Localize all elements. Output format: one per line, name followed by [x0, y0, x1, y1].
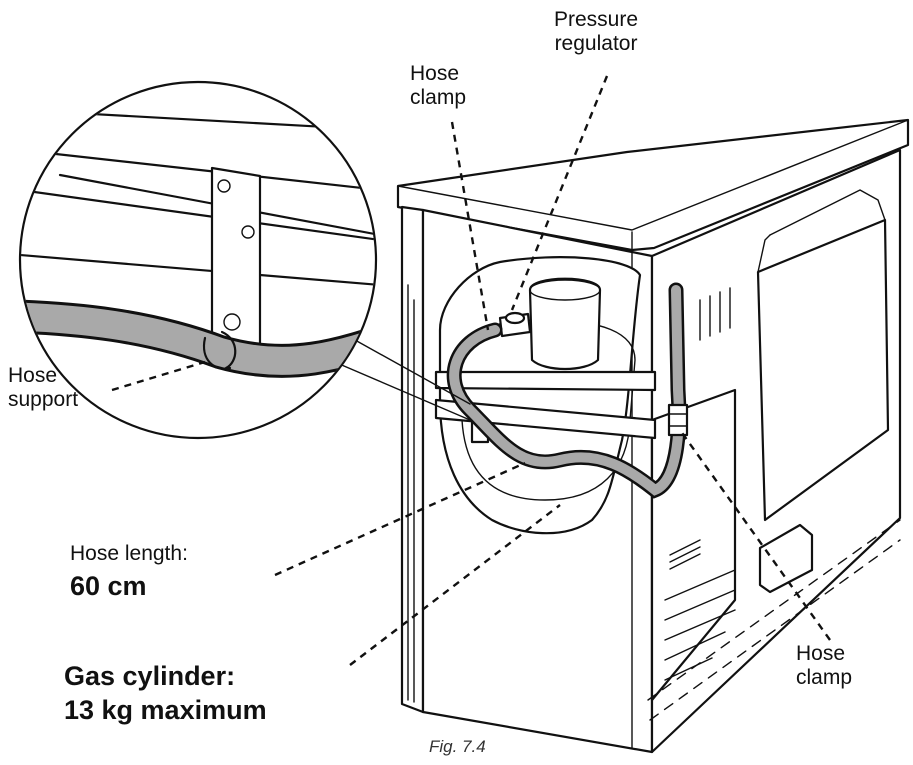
leader-hose-clamp-bottom	[679, 429, 831, 641]
figure-caption: Fig. 7.4	[429, 737, 486, 756]
leader-hose-clamp-top	[450, 121, 490, 331]
leader-gas-cylinder	[349, 504, 561, 666]
hose-clamp-right	[667, 403, 689, 437]
label-gas-cylinder-line1: Gas cylinder:	[64, 661, 236, 691]
detail-magnifier	[18, 80, 471, 440]
leader-hose-support	[111, 360, 206, 392]
label-pressure-regulator-line1: Pressure	[554, 8, 639, 31]
label-hose-support-line2: support	[8, 388, 79, 412]
label-hose-clamp-top: Hose clamp	[410, 62, 466, 110]
label-hose-clamp-top-line1: Hose	[410, 62, 460, 85]
label-gas-cylinder-line2: 13 kg maximum	[64, 695, 267, 725]
cylinder-collar	[528, 277, 602, 370]
label-pressure-regulator: Pressure regulator	[554, 8, 638, 56]
label-hose-clamp-bottom-line1: Hose	[796, 642, 846, 665]
label-hose-support: Hose support	[8, 364, 78, 412]
frame-bar-upper	[434, 370, 657, 392]
back-access-plate	[756, 218, 890, 522]
leader-hose-length	[274, 461, 526, 577]
hose-support-bracket	[210, 166, 262, 350]
label-hose-support-line1: Hose	[8, 364, 58, 387]
cooker-front-panel	[400, 205, 425, 714]
gas-hose	[446, 282, 687, 499]
label-hose-length: Hose length:	[70, 542, 188, 565]
label-hose-clamp-bottom-line2: clamp	[796, 666, 853, 690]
label-hose-length-value: 60 cm	[70, 571, 147, 601]
frame-bar-lower	[434, 398, 657, 440]
label-hose-clamp-bottom: Hose clamp	[796, 642, 852, 690]
leader-pressure-regulator	[510, 75, 609, 311]
label-pressure-regulator-line2: regulator	[554, 32, 638, 56]
connector-box	[758, 523, 814, 594]
leader-lines	[111, 75, 831, 666]
label-hose-clamp-top-line2: clamp	[410, 86, 467, 110]
